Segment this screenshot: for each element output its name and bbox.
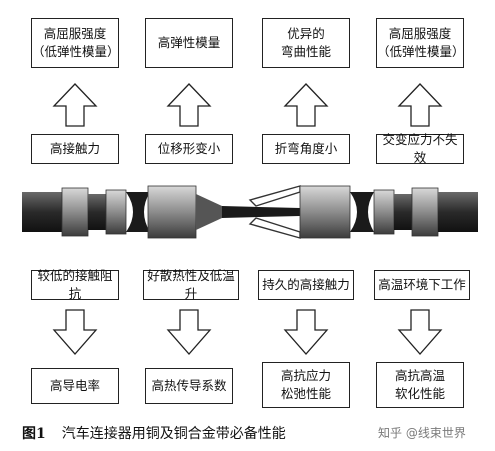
bottom-property-4-line2: 软化性能 — [394, 386, 445, 401]
left-crimp-2 — [88, 194, 106, 230]
right-cable — [438, 192, 478, 232]
down-arrow-2 — [166, 309, 212, 355]
down-arrow-1 — [52, 309, 98, 355]
top-property-box-2: 高弹性模量 — [145, 18, 233, 68]
up-arrow-4 — [397, 83, 443, 127]
bottom-requirement-box-3: 持久的高接触力 — [258, 270, 354, 300]
bottom-requirement-box-1: 较低的接触阻抗 — [31, 268, 119, 301]
left-neck — [126, 192, 150, 232]
top-property-box-4: 高屈服强度 （低弹性模量） — [376, 18, 465, 68]
top-effect-2-label: 位移形变小 — [157, 141, 221, 156]
top-property-4-line2: （低弹性模量） — [377, 44, 465, 59]
up-arrow-3 — [283, 83, 329, 127]
bottom-property-box-3: 高抗应力 松弛性能 — [262, 362, 350, 408]
figure-caption: 图1 汽车连接器用铜及铜合金带必备性能 — [22, 423, 286, 443]
bottom-requirement-1-label: 较低的接触阻抗 — [37, 268, 113, 301]
top-effect-box-1: 高接触力 — [31, 134, 119, 164]
bottom-property-2-line1: 高热传导系数 — [151, 378, 227, 393]
top-effect-4-label: 交变应力不失效 — [382, 132, 458, 165]
top-effect-box-4: 交变应力不失效 — [376, 132, 464, 165]
bottom-requirement-3-label: 持久的高接触力 — [262, 277, 350, 292]
top-effect-box-2: 位移形变小 — [145, 134, 233, 164]
down-arrow-3 — [283, 309, 329, 355]
left-crimp-1 — [61, 187, 89, 237]
top-property-3-line2: 弯曲性能 — [280, 44, 331, 59]
bottom-property-box-1: 高导电率 — [31, 368, 119, 404]
right-terminal-body — [299, 185, 351, 239]
left-crimp-3 — [105, 189, 127, 235]
top-property-box-1: 高屈服强度 （低弹性模量） — [31, 18, 120, 68]
left-cable — [22, 192, 62, 232]
left-terminal-tab — [196, 194, 222, 230]
figure-caption-text: 汽车连接器用铜及铜合金带必备性能 — [61, 426, 286, 442]
bottom-property-1-line1: 高导电率 — [49, 378, 100, 393]
top-effect-box-3: 折弯角度小 — [262, 134, 350, 164]
bottom-property-4-line1: 高抗高温 — [394, 368, 445, 383]
right-crimp-3 — [411, 187, 439, 237]
bottom-requirement-4-label: 高温环境下工作 — [378, 277, 466, 292]
left-terminal-body — [147, 185, 197, 239]
connector-illustration — [22, 185, 478, 239]
top-property-1-line2: （低弹性模量） — [32, 44, 120, 59]
top-property-2-line1: 高弹性模量 — [157, 35, 221, 50]
bottom-property-box-2: 高热传导系数 — [145, 368, 233, 404]
bottom-requirement-2-label: 好散热性及低温升 — [147, 268, 235, 301]
top-property-3-line1: 优异的 — [287, 26, 325, 41]
bottom-property-3-line2: 松弛性能 — [280, 386, 331, 401]
watermark: 知乎 @线束世界 — [378, 426, 466, 440]
top-property-box-3: 优异的 弯曲性能 — [262, 18, 350, 68]
right-neck — [350, 192, 374, 232]
top-property-4-line1: 高屈服强度 — [388, 26, 452, 41]
right-crimp-2 — [394, 194, 412, 230]
top-property-1-line1: 高屈服强度 — [43, 26, 107, 41]
top-effect-3-label: 折弯角度小 — [274, 141, 338, 156]
figure-label: 图1 — [22, 426, 46, 442]
center-blade — [222, 206, 300, 218]
up-arrow-1 — [52, 83, 98, 127]
bottom-requirement-box-4: 高温环境下工作 — [374, 270, 470, 300]
bottom-property-box-4: 高抗高温 软化性能 — [376, 362, 464, 408]
bottom-property-3-line1: 高抗应力 — [280, 368, 331, 383]
bottom-requirement-box-2: 好散热性及低温升 — [143, 268, 239, 301]
up-arrow-2 — [166, 83, 212, 127]
top-effect-1-label: 高接触力 — [49, 141, 100, 156]
down-arrow-4 — [397, 309, 443, 355]
